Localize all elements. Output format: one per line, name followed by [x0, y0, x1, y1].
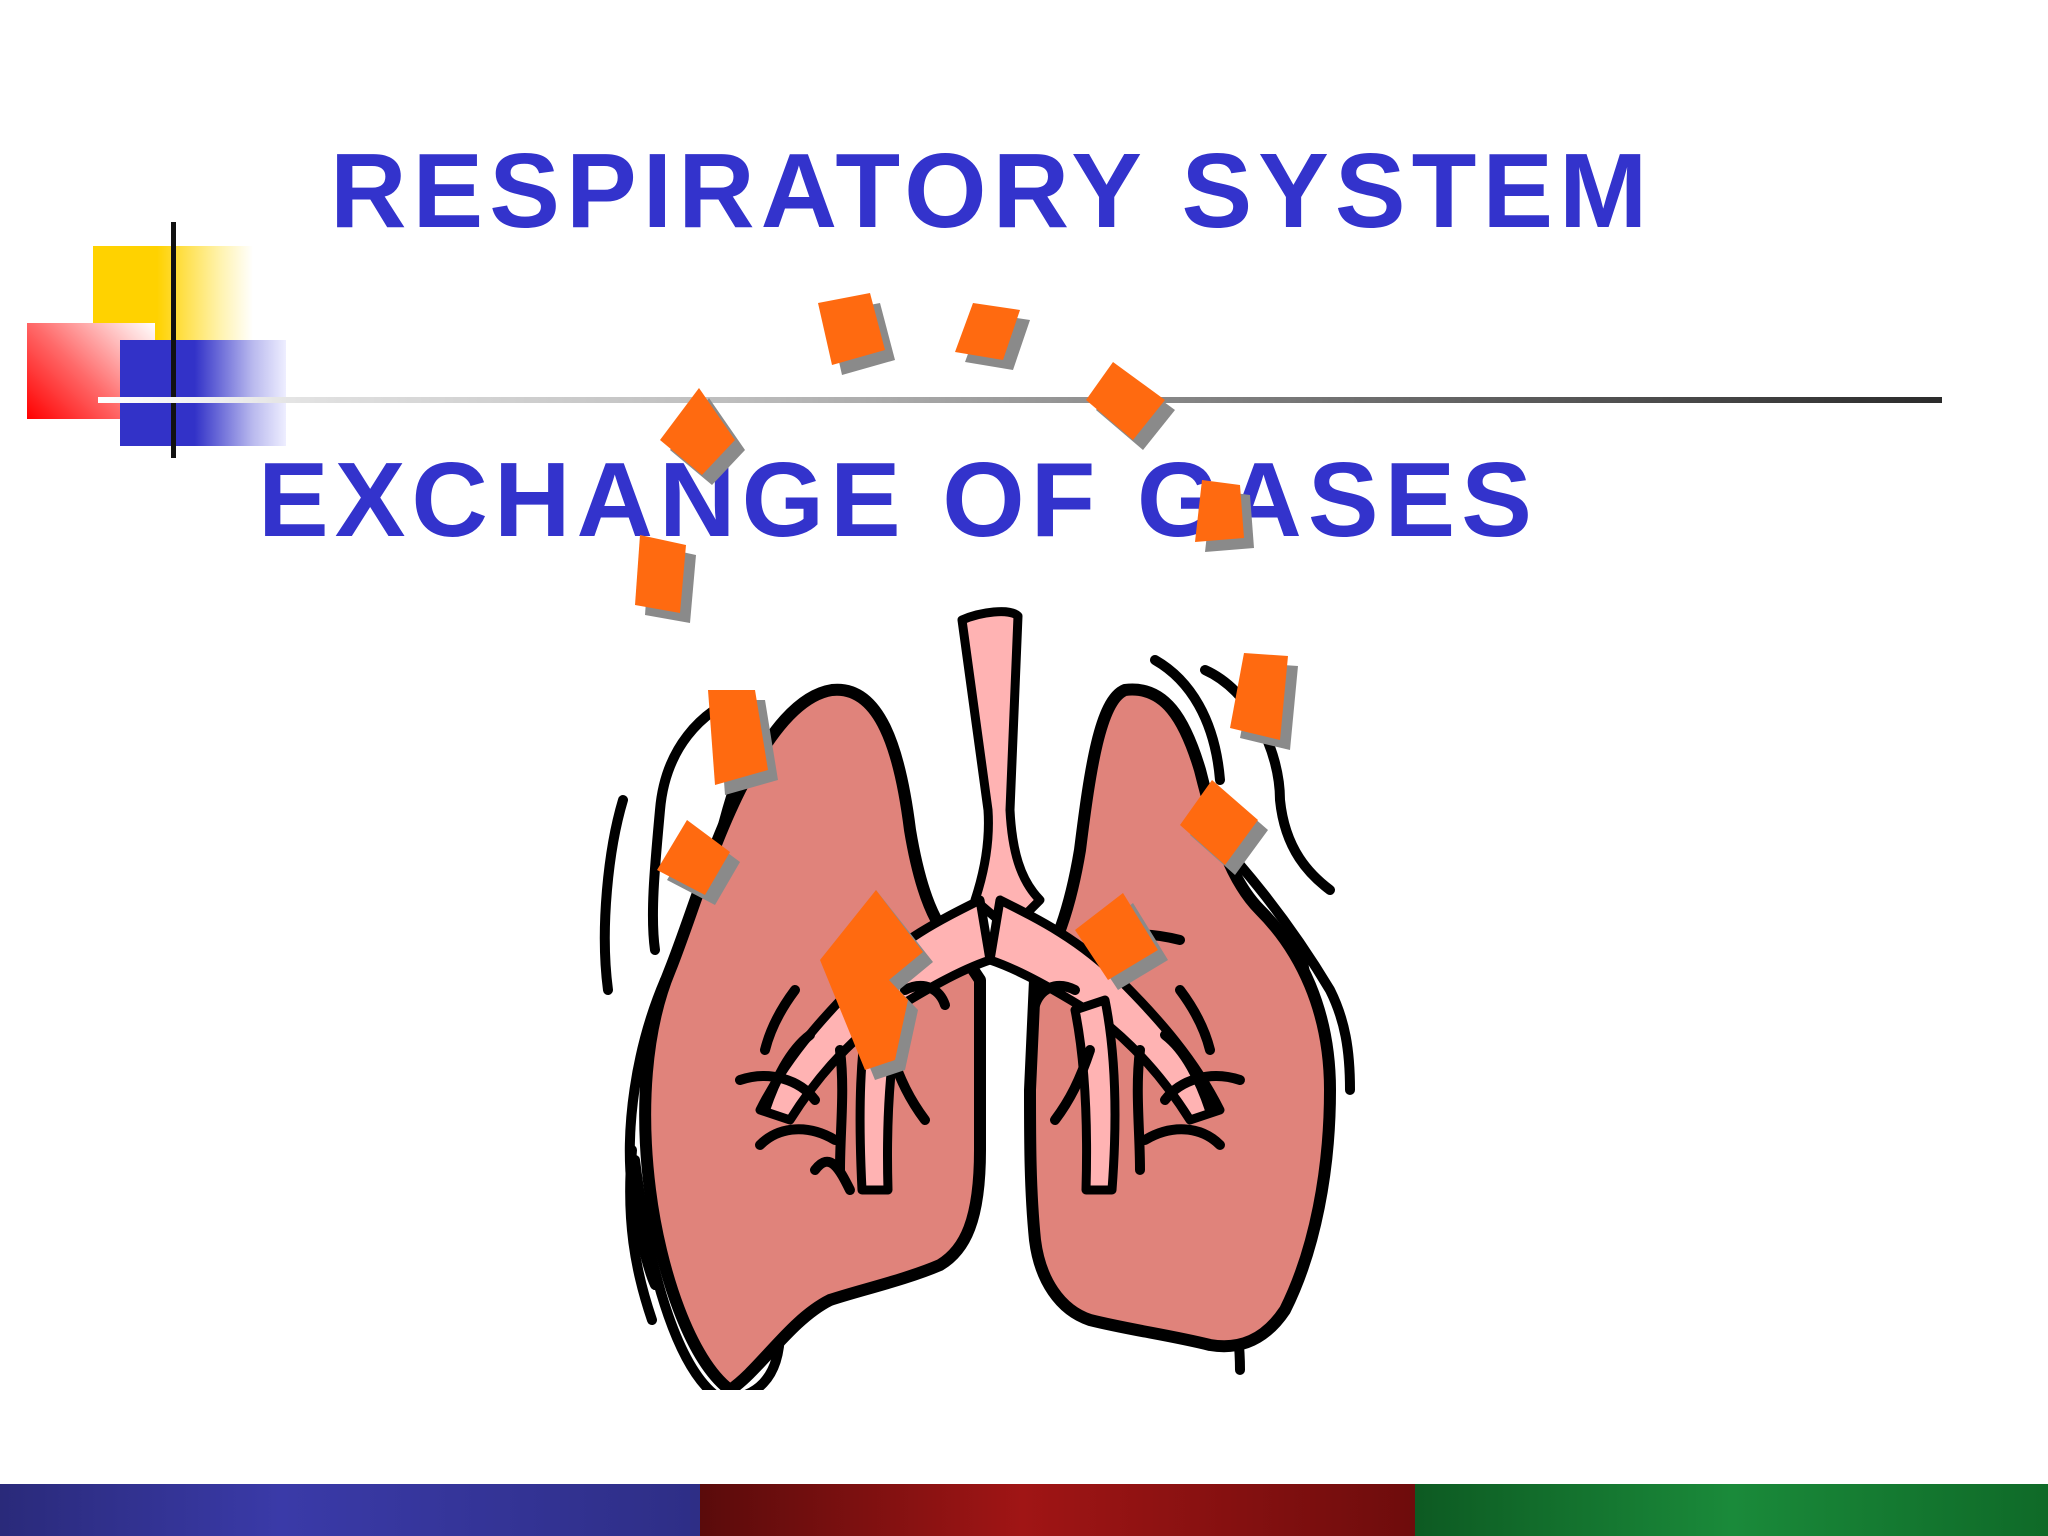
blue-square-decoration: [120, 340, 286, 446]
slide-subtitle: EXCHANGE OF GASES: [258, 441, 1538, 559]
lungs-icon: [599, 293, 1355, 1390]
footer-red-segment: [700, 1484, 1415, 1536]
vertical-divider: [171, 222, 176, 458]
branch-strokes: [735, 929, 1245, 1195]
footer-blue-segment: [0, 1484, 700, 1536]
circular-dashed-arrow-icon: [635, 293, 1298, 1080]
footer-green-segment: [1415, 1484, 2048, 1536]
horizontal-divider: [98, 397, 1942, 403]
footer-bar: [0, 1484, 2048, 1536]
bronchi: [755, 895, 1225, 1195]
slide-title: RESPIRATORY SYSTEM: [330, 132, 1654, 250]
